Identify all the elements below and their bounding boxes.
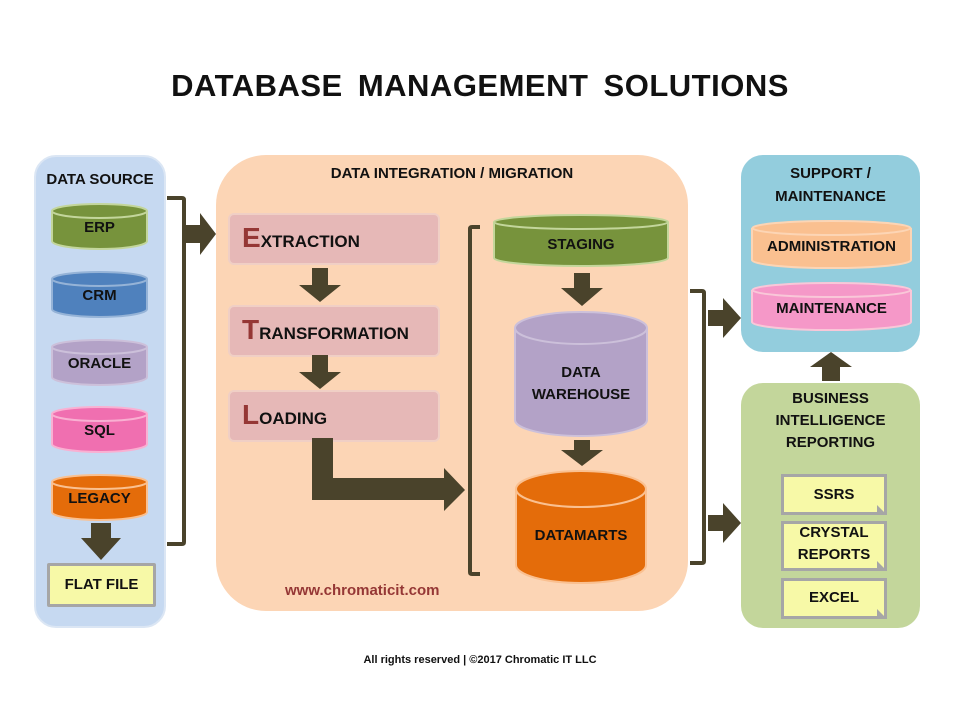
administration-cylinder: ADMINISTRATION xyxy=(751,220,912,270)
administration-cylinder-shape xyxy=(751,220,912,270)
etl-transformation: TRANSFORMATION xyxy=(228,305,440,357)
data-source-label: CRM xyxy=(82,287,117,304)
etl-initial: T xyxy=(242,314,260,345)
bi-title-line2: INTELLIGENCE xyxy=(775,412,886,429)
report-crystal: CRYSTAL REPORTS xyxy=(781,521,887,571)
etl-initial: E xyxy=(242,222,261,253)
warehouse-label-line1: DATA xyxy=(561,364,601,381)
report-label: SSRS xyxy=(813,486,855,503)
diagram-title: DATABASE MANAGEMENT SOLUTIONS xyxy=(171,68,789,103)
source-bracket xyxy=(167,196,186,546)
etl-rest: OADING xyxy=(259,409,328,428)
warehouse-cylinder-shape xyxy=(514,311,648,437)
staging-cylinder-shape xyxy=(493,214,669,267)
data-source-label: ERP xyxy=(84,219,115,236)
datamarts-cylinder-shape xyxy=(515,470,647,584)
etl-extraction: EXTRACTION xyxy=(228,213,440,265)
data-source-legacy: LEGACY xyxy=(51,474,148,522)
etl-rest: RANSFORMATION xyxy=(259,324,409,343)
database-cylinder-icon xyxy=(51,339,148,386)
maintenance-cylinder: MAINTENANCE xyxy=(751,282,912,332)
etl-initial: L xyxy=(242,399,260,430)
report-label-line2: REPORTS xyxy=(797,546,871,563)
staging-label: STAGING xyxy=(547,236,615,253)
warehouse-label-line2: WAREHOUSE xyxy=(531,386,631,403)
data-source-label: SQL xyxy=(84,422,115,439)
arrow-legacy-to-flatfile-icon xyxy=(81,523,121,560)
arrow-to-bi-icon xyxy=(708,503,741,543)
data-source-erp: ERP xyxy=(51,203,148,251)
maintenance-cylinder-shape xyxy=(751,282,912,332)
bi-title-line1: BUSINESS xyxy=(792,390,869,407)
flat-file-label: FLAT FILE xyxy=(64,576,139,593)
etl-loading: LOADING xyxy=(228,390,440,442)
report-ssrs: SSRS xyxy=(781,474,887,515)
datamarts-label: DATAMARTS xyxy=(534,527,628,544)
note-fold-icon xyxy=(877,561,887,571)
database-cylinder-icon xyxy=(51,474,148,521)
arrow-to-support-icon xyxy=(708,298,741,338)
note-fold-icon xyxy=(877,609,887,619)
warehouse-cylinder: DATA WAREHOUSE xyxy=(514,310,648,438)
data-source-label: ORACLE xyxy=(67,355,132,372)
bi-title-line3: REPORTING xyxy=(785,434,876,451)
report-label: EXCEL xyxy=(808,589,859,606)
flat-file-note: FLAT FILE xyxy=(47,563,156,607)
etl-rest: XTRACTION xyxy=(260,232,360,251)
note-fold-icon xyxy=(877,505,887,515)
data-source-title: DATA SOURCE xyxy=(46,171,154,188)
support-title-line1: SUPPORT / xyxy=(790,165,871,182)
storage-bracket xyxy=(468,225,480,576)
database-cylinder-icon xyxy=(51,406,148,453)
copyright-footer: All rights reserved | ©2017 Chromatic IT… xyxy=(363,654,597,666)
website-link[interactable]: www.chromaticit.com xyxy=(285,582,440,599)
arrow-staging-to-warehouse-icon xyxy=(561,273,603,306)
arrow-bi-to-support-icon xyxy=(810,352,852,381)
report-label: CRYSTAL xyxy=(799,524,869,541)
datamarts-cylinder: DATAMARTS xyxy=(515,469,647,585)
report-excel: EXCEL xyxy=(781,578,887,619)
database-cylinder-icon xyxy=(51,271,148,318)
database-cylinder-icon xyxy=(51,203,148,250)
arrow-warehouse-to-datamarts-icon xyxy=(561,440,603,466)
integration-title: DATA INTEGRATION / MIGRATION xyxy=(330,165,574,182)
arrow-extract-to-transform-icon xyxy=(299,268,341,302)
output-bracket xyxy=(690,289,706,565)
arrow-loading-to-storage-icon xyxy=(312,438,465,511)
maintenance-label: MAINTENANCE xyxy=(776,300,887,317)
arrow-to-integration-icon xyxy=(186,213,216,255)
data-source-sql: SQL xyxy=(51,406,148,454)
data-source-crm: CRM xyxy=(51,271,148,319)
staging-cylinder: STAGING xyxy=(493,214,669,268)
data-source-label: LEGACY xyxy=(68,490,131,507)
data-source-oracle: ORACLE xyxy=(51,339,148,387)
support-title-line2: MAINTENANCE xyxy=(775,188,886,205)
arrow-transform-to-load-icon xyxy=(299,355,341,389)
administration-label: ADMINISTRATION xyxy=(767,238,896,255)
